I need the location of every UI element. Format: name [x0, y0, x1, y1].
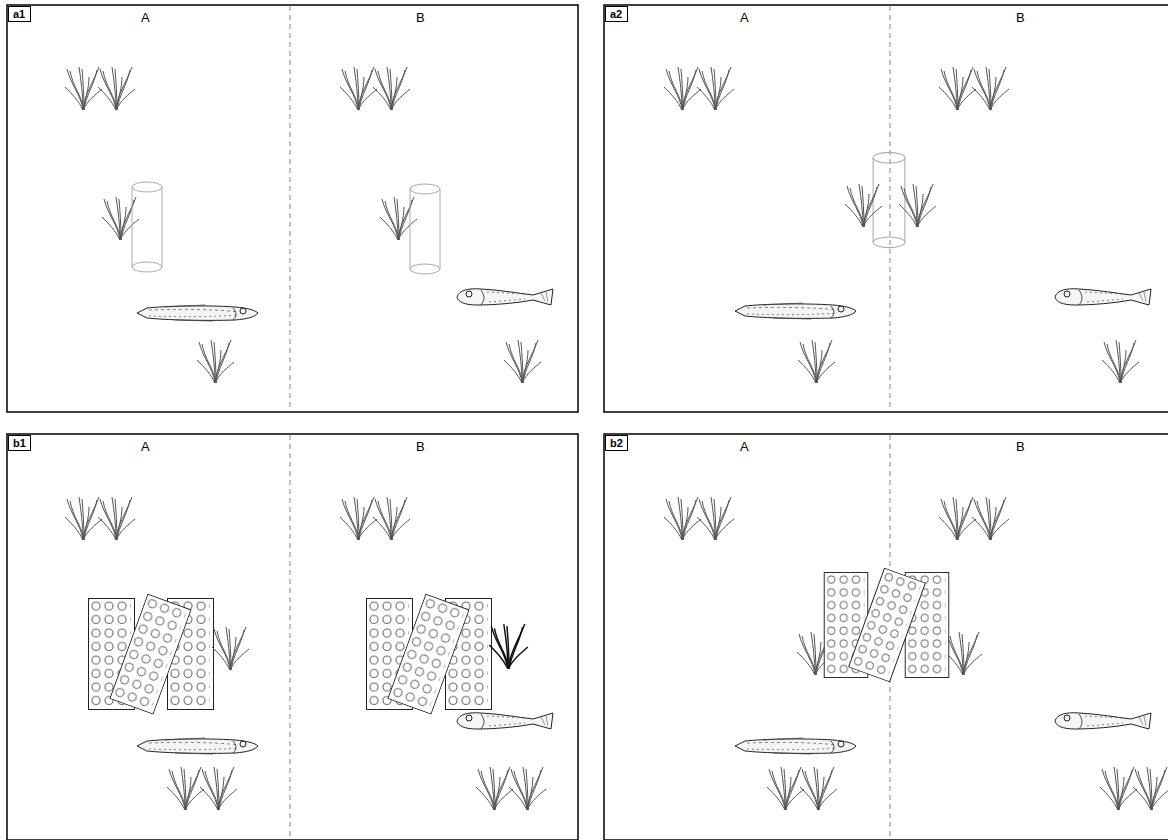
panel-label: a2: [610, 8, 623, 20]
panel-side-label: B: [416, 439, 425, 454]
panel-label-box: a2: [605, 6, 628, 22]
panel-label-box: b2: [605, 435, 628, 451]
panel-side-label: A: [740, 439, 749, 454]
panel-side-label: B: [416, 10, 425, 25]
panel-side-label: B: [1016, 10, 1025, 25]
panel-side-label: A: [141, 439, 150, 454]
panel-label: b2: [610, 437, 623, 449]
panel-side-label: B: [1016, 439, 1025, 454]
panel-side-label: A: [740, 10, 749, 25]
panel-label: b1: [13, 437, 26, 449]
panel-label-box: b1: [8, 435, 31, 451]
panel-label: a1: [13, 8, 26, 20]
panel-label-box: a1: [8, 6, 31, 22]
panel-side-label: A: [141, 10, 150, 25]
